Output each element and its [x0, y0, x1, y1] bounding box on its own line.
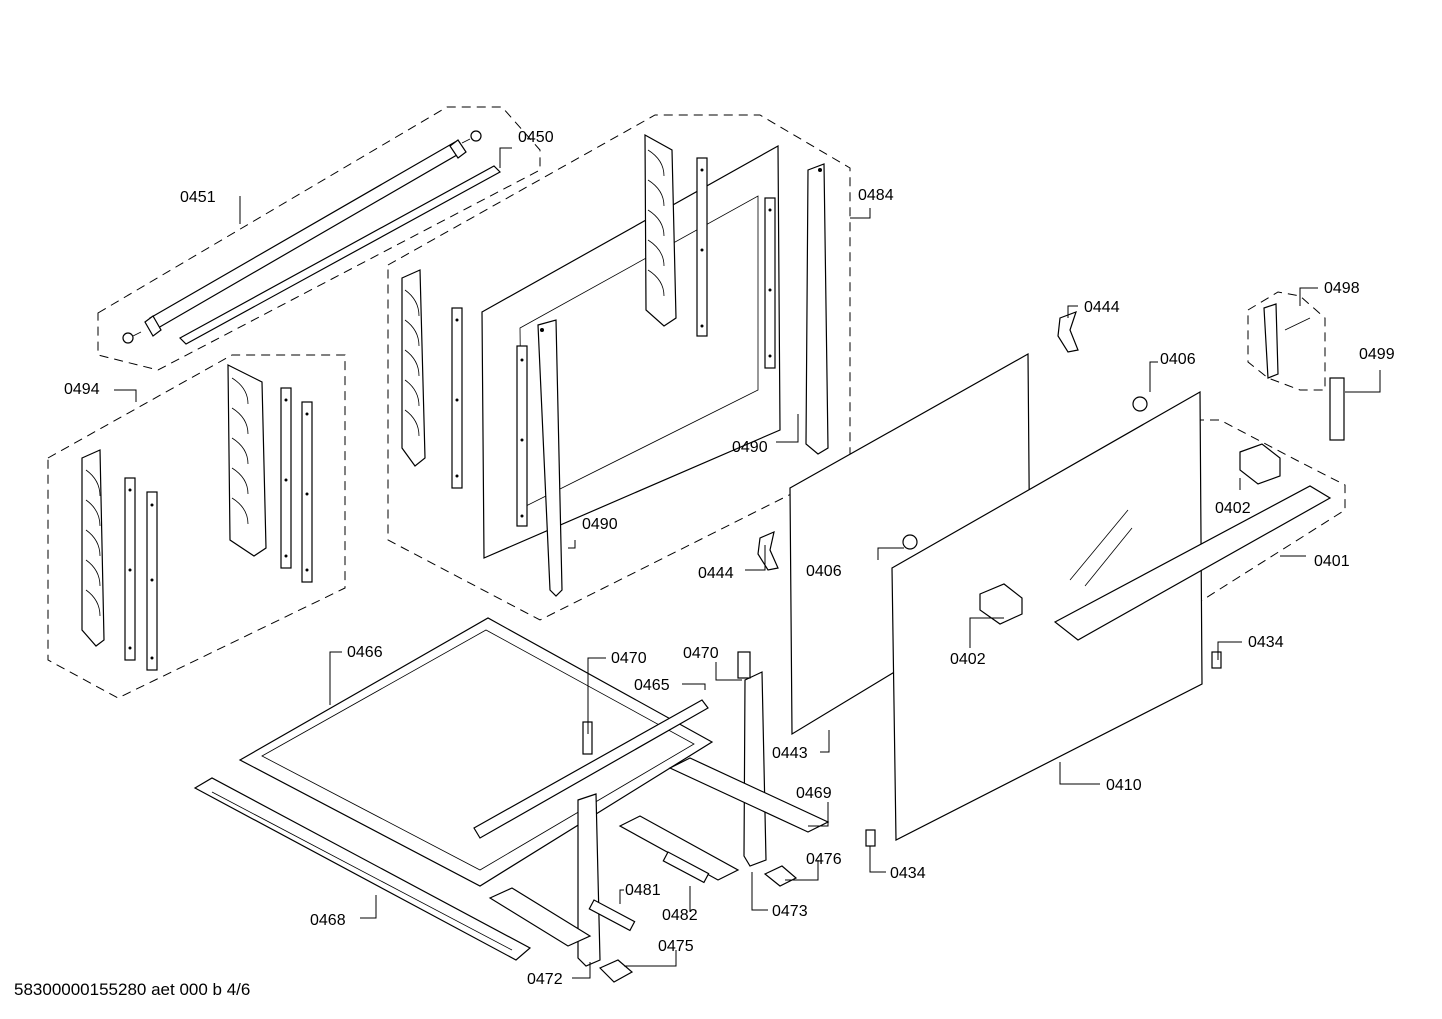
label-0444-top: 0444 — [1084, 299, 1120, 316]
label-0484: 0484 — [858, 187, 894, 204]
drawing-reference-footer: 58300000155280 aet 000 b 4/6 — [14, 980, 251, 999]
label-0468: 0468 — [310, 912, 346, 929]
label-0481: 0481 — [625, 882, 661, 899]
label-0498: 0498 — [1324, 280, 1360, 297]
label-0490-right: 0490 — [732, 439, 768, 456]
label-0475: 0475 — [658, 938, 694, 955]
door-handle-0401 — [1053, 485, 1332, 641]
label-0473: 0473 — [772, 903, 808, 920]
label-0490-center: 0490 — [582, 516, 618, 533]
label-0499: 0499 — [1359, 346, 1395, 363]
leader-lines — [114, 147, 1381, 979]
bottom-tray-0466 — [238, 617, 714, 887]
group-outline-0451 — [97, 106, 541, 371]
group-outline-0498 — [1247, 291, 1326, 391]
oven-frame-group-0484 — [401, 133, 829, 597]
label-0470-left: 0470 — [611, 650, 647, 667]
group-outline-0494 — [47, 354, 346, 699]
label-0482: 0482 — [662, 907, 698, 924]
label-0402-right: 0402 — [1215, 500, 1251, 517]
label-0450: 0450 — [518, 129, 554, 146]
label-0434-right: 0434 — [1248, 634, 1284, 651]
side-rail-0468 — [193, 777, 532, 961]
label-0401: 0401 — [1314, 553, 1350, 570]
label-0410: 0410 — [1106, 777, 1142, 794]
label-0494: 0494 — [64, 381, 100, 398]
label-0402-left: 0402 — [950, 651, 986, 668]
label-0470-right: 0470 — [683, 645, 719, 662]
side-rack-group-0494 — [81, 364, 313, 671]
part-labels: 0450 0451 0484 0494 0490 0490 0444 0444 … — [64, 129, 1395, 988]
label-0466: 0466 — [347, 644, 383, 661]
label-0406-top: 0406 — [1160, 351, 1196, 368]
door-assembly — [757, 303, 1345, 847]
label-0444-bottom: 0444 — [698, 565, 734, 582]
bottom-tray-group — [193, 617, 830, 983]
label-0434-bottom: 0434 — [890, 865, 926, 882]
label-0406-bottom: 0406 — [806, 563, 842, 580]
label-0472: 0472 — [527, 971, 563, 988]
label-0451: 0451 — [180, 189, 216, 206]
label-0476: 0476 — [806, 851, 842, 868]
label-0443: 0443 — [772, 745, 808, 762]
top-rail-0451 — [122, 130, 501, 345]
door-panel-0410 — [891, 390, 1203, 841]
label-0465: 0465 — [634, 677, 670, 694]
label-0469: 0469 — [796, 785, 832, 802]
